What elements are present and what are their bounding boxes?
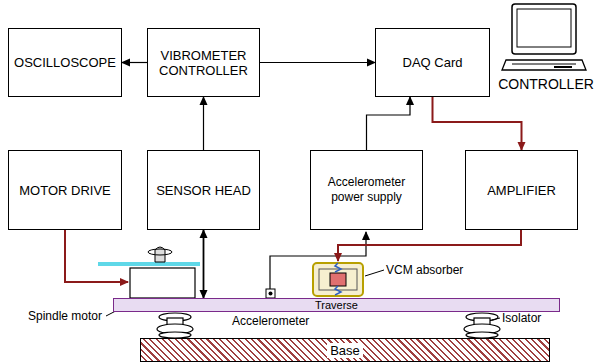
instrument-box: AMPLIFIER (465, 150, 578, 230)
signal-connector (122, 62, 147, 63)
isolator-mount (157, 313, 500, 338)
node-label: Traverse (315, 299, 358, 311)
instrument-box: VIBROMETER CONTROLLER (147, 28, 260, 97)
instrument-box: Accelerometer power supply (310, 150, 423, 230)
signal-connector (433, 97, 522, 150)
node-label: AMPLIFIER (487, 183, 556, 198)
part-label: VCM absorber (386, 263, 463, 277)
node-label: CONTROLLER (498, 76, 594, 92)
monitor-drawing (498, 2, 588, 72)
traverse-bar: Traverse (113, 298, 560, 312)
amplifier-wire (338, 230, 521, 261)
base-block: Base (140, 338, 550, 362)
computer-icon: CONTROLLER (494, 2, 597, 92)
instrument-box: OSCILLOSCOPE (8, 28, 122, 97)
part-label: Accelerometer (232, 314, 309, 328)
node-label: VIBROMETER CONTROLLER (154, 48, 254, 78)
node-label: OSCILLOSCOPE (14, 55, 116, 70)
part-label: Isolator (502, 311, 541, 325)
part-label: Spindle motor (28, 309, 102, 323)
vcm-absorber (313, 263, 363, 296)
accelerometer-sensor (266, 289, 275, 298)
node-label: MOTOR DRIVE (19, 183, 111, 198)
instrument-box: DAQ Card (375, 28, 490, 97)
node-label: Accelerometer power supply (317, 175, 417, 205)
signal-connector (203, 97, 204, 150)
accelerometer-wire (270, 232, 366, 289)
signal-connector (203, 230, 205, 298)
instrument-box: MOTOR DRIVE (8, 150, 122, 230)
signal-connector (367, 97, 411, 150)
node-label: SENSOR HEAD (156, 183, 251, 198)
signal-connector (260, 62, 375, 63)
motor-wire (65, 230, 128, 282)
node-label: DAQ Card (403, 55, 463, 70)
leader-line (106, 270, 500, 320)
node-label: Base (327, 343, 363, 358)
instrument-box: SENSOR HEAD (147, 150, 260, 230)
spindle-motor (98, 247, 200, 298)
